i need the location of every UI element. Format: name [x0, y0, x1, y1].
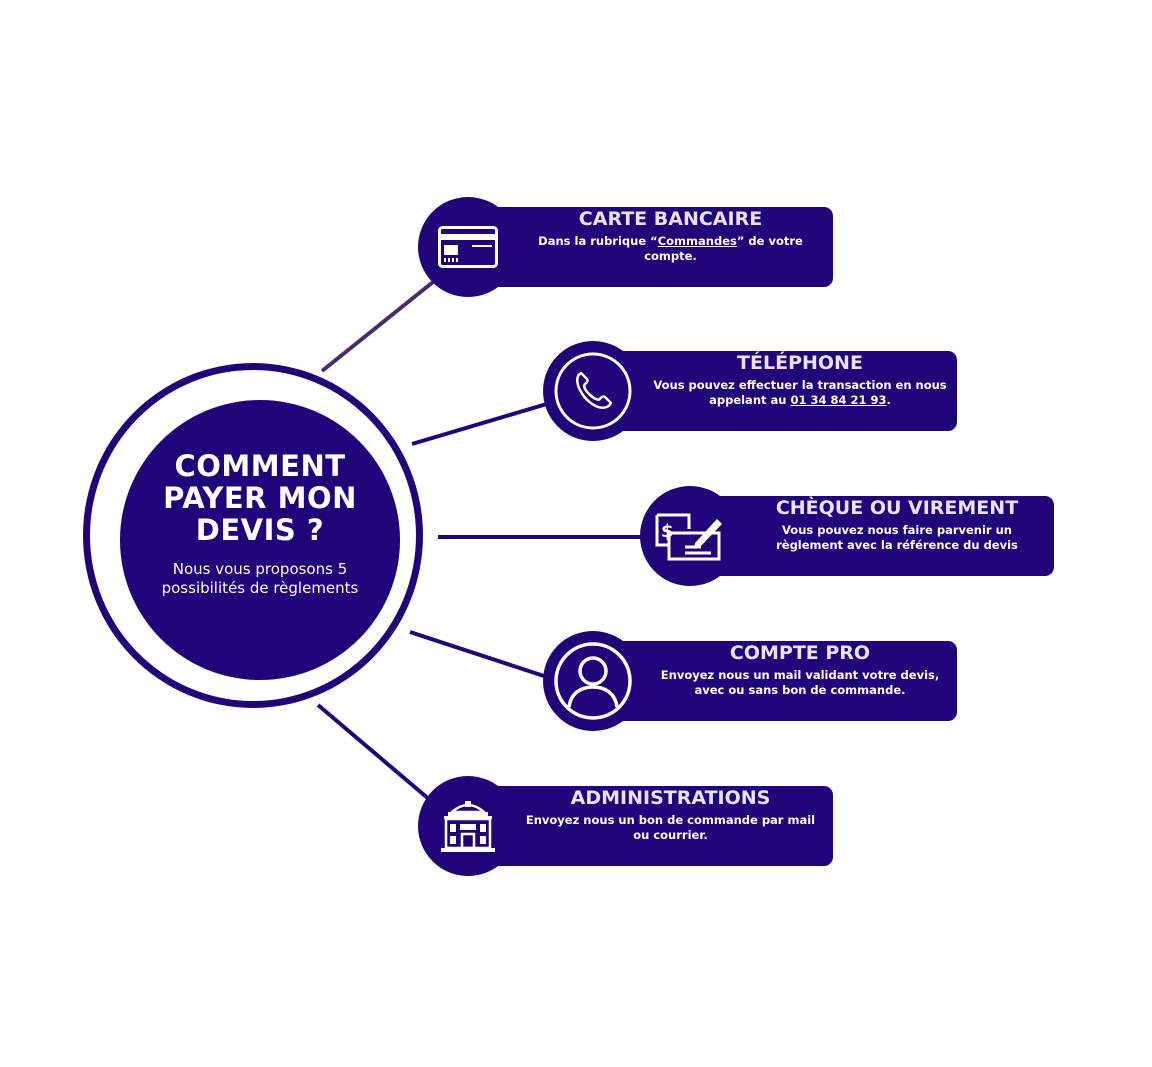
- option-description: Dans la rubrique “Commandes” de votre co…: [518, 234, 823, 264]
- option-description: Envoyez nous un bon de commande par mail…: [525, 813, 816, 842]
- option-icon-circle: $: [640, 486, 740, 586]
- option-icon-circle: [418, 776, 518, 876]
- option-card: [468, 786, 833, 866]
- option-description: Vous pouvez effectuer la transaction en …: [653, 378, 947, 408]
- option-carte-bancaire: CARTE BANCAIRE Dans la rubrique “Command…: [418, 197, 833, 297]
- option-description: Vous pouvez nous faire parvenir un règle…: [776, 523, 1018, 552]
- option-text: COMPTE PRO Envoyez nous un mail validant…: [653, 641, 947, 698]
- connector-telephone: [411, 401, 551, 446]
- option-description-before: Vous pouvez effectuer la transaction en …: [653, 378, 947, 407]
- credit-card-icon: [438, 226, 498, 268]
- option-title: TÉLÉPHONE: [737, 352, 863, 374]
- option-text: CARTE BANCAIRE Dans la rubrique “Command…: [518, 207, 823, 264]
- option-description: Envoyez nous un mail validant votre devi…: [660, 668, 940, 697]
- option-title: CARTE BANCAIRE: [578, 208, 763, 230]
- option-card: [468, 207, 833, 287]
- option-cheque-virement: $ CHÈQUE OU VIREMENT Vous pouvez nous fa…: [640, 486, 1054, 586]
- option-card: [593, 641, 957, 721]
- hub-subtitle: Nous vous proposons 5 possibilités de rè…: [161, 560, 359, 597]
- option-card: [593, 351, 957, 431]
- cheque-icon: $: [655, 509, 725, 563]
- connector-administrations: [316, 703, 432, 802]
- option-text: TÉLÉPHONE Vous pouvez effectuer la trans…: [653, 351, 947, 408]
- hub-title: COMMENT PAYER MON DEVIS ?: [163, 449, 357, 547]
- phone-icon: [553, 351, 633, 431]
- hub-circle: COMMENT PAYER MON DEVIS ? Nous vous prop…: [120, 400, 400, 680]
- option-description-after: .: [886, 393, 891, 407]
- connector-carte-bancaire: [320, 276, 440, 373]
- option-icon-circle: [543, 631, 643, 731]
- option-text: ADMINISTRATIONS Envoyez nous un bon de c…: [518, 786, 823, 843]
- option-icon-circle: [543, 341, 643, 441]
- option-administrations: ADMINISTRATIONS Envoyez nous un bon de c…: [418, 776, 833, 876]
- option-title: ADMINISTRATIONS: [570, 787, 771, 809]
- option-icon-circle: [418, 197, 518, 297]
- option-description-before: Dans la rubrique “: [538, 234, 658, 248]
- option-title: CHÈQUE OU VIREMENT: [775, 497, 1019, 519]
- phone-number-link[interactable]: 01 34 84 21 93: [790, 393, 887, 407]
- user-icon: [553, 641, 633, 721]
- option-description-after: ” de votre compte.: [644, 234, 803, 263]
- connector-compte-pro: [409, 630, 551, 680]
- option-card: [690, 496, 1054, 576]
- option-telephone: TÉLÉPHONE Vous pouvez effectuer la trans…: [543, 341, 957, 441]
- commandes-link[interactable]: Commandes: [657, 234, 737, 248]
- option-title: COMPTE PRO: [729, 642, 871, 664]
- option-text: CHÈQUE OU VIREMENT Vous pouvez nous fair…: [750, 496, 1044, 553]
- option-compte-pro: COMPTE PRO Envoyez nous un mail validant…: [543, 631, 957, 731]
- building-icon: [438, 798, 498, 854]
